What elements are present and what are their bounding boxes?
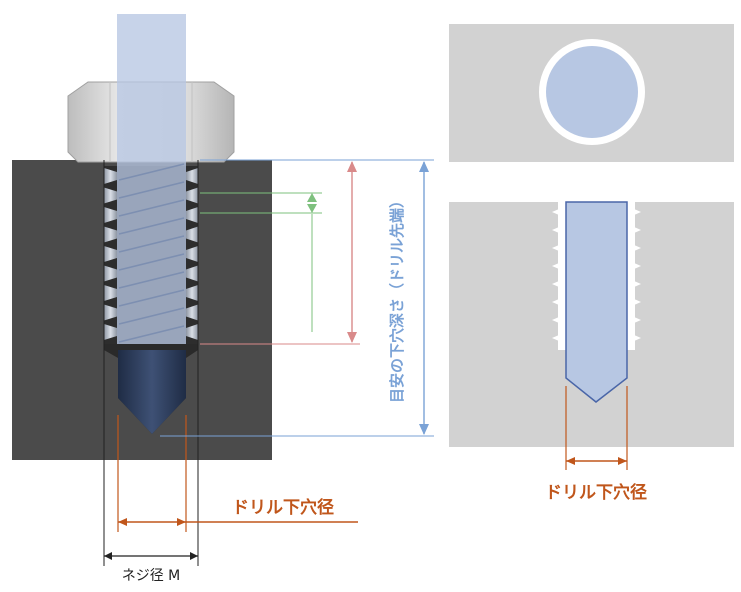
- thread-tooth-left: [104, 304, 117, 321]
- section-tooth-left: [552, 296, 566, 308]
- drill-diameter-arrow: [118, 518, 358, 526]
- section-tooth-left: [552, 224, 566, 236]
- thread-pitch-arrow: [307, 193, 317, 213]
- thread-tooth-left: [104, 265, 117, 282]
- thread-tooth-left: [104, 187, 117, 204]
- thread-tooth-right: [186, 168, 198, 184]
- bolt-shaft: [117, 14, 186, 344]
- section-tooth-right: [627, 260, 641, 272]
- drill-hole-diameter-label: ドリル下穴径: [232, 497, 334, 518]
- thread-tooth-left: [104, 168, 117, 184]
- section-thread-teeth: [552, 202, 641, 350]
- bolt-thread-line: [118, 289, 185, 307]
- thread-tooth-right: [186, 265, 198, 282]
- section-drill-diameter-arrow: [566, 457, 627, 465]
- bolt-thread-lines: [118, 163, 185, 343]
- section-tooth-right: [627, 314, 641, 326]
- hole-depth-arrow: [419, 161, 429, 435]
- thread-pitch-label: 3. ネジピッチ: [286, 230, 302, 318]
- section-gap-right: [627, 202, 635, 350]
- thread-tooth-right: [186, 246, 198, 262]
- thread-diameter-arrow: [104, 552, 198, 560]
- section-tooth-right: [627, 224, 641, 236]
- bolt-thread-line: [118, 271, 185, 289]
- section-gap-left: [558, 202, 566, 350]
- bolt-thread-line: [118, 163, 185, 181]
- thread-tooth-left: [104, 285, 117, 301]
- thread-tooth-right: [186, 285, 198, 301]
- thread-tooth-left: [104, 324, 117, 340]
- thread-length-arrow: [347, 161, 357, 343]
- section-tooth-right: [627, 206, 641, 218]
- section-tooth-left: [552, 278, 566, 290]
- thread-tooth-left: [104, 226, 117, 243]
- drill-tip: [104, 344, 198, 434]
- section-tooth-right: [627, 242, 641, 254]
- section-tooth-right: [627, 278, 641, 290]
- thread-tooth-right: [186, 207, 198, 223]
- section-tooth-left: [552, 206, 566, 218]
- thread-tooth-right: [186, 324, 198, 340]
- bolt-thread-line: [118, 181, 185, 199]
- thread-length-label: 2. ネジの長さ: [326, 210, 342, 298]
- section-tooth-left: [552, 332, 566, 344]
- section-tooth-left: [552, 314, 566, 326]
- section-tooth-left: [552, 260, 566, 272]
- bolt-thread-line: [118, 307, 185, 325]
- bolt-thread-line: [118, 199, 185, 217]
- thread-diameter-label: ネジ径 M: [122, 568, 181, 584]
- bolt-thread-line: [118, 217, 185, 235]
- section-tooth-right: [627, 296, 641, 308]
- section-tooth-left: [552, 242, 566, 254]
- thread-tooth-right: [186, 226, 198, 243]
- bolt-thread-line: [118, 235, 185, 253]
- bolt-thread-line: [118, 325, 185, 343]
- thread-tooth-left: [104, 207, 117, 223]
- section-drill-body: [565, 201, 628, 403]
- thread-tooth-right: [186, 187, 198, 204]
- section-tooth-right: [627, 332, 641, 344]
- hole-depth-label: 目安の下穴深さ（ドリル先端）: [388, 193, 406, 403]
- top-view-bolt-circle: [546, 46, 638, 138]
- section-drill-hole-diameter-label: ドリル下穴径: [545, 482, 647, 503]
- bolt-thread-line: [118, 253, 185, 271]
- thread-tooth-left: [104, 246, 117, 262]
- thread-tooth-right: [186, 304, 198, 321]
